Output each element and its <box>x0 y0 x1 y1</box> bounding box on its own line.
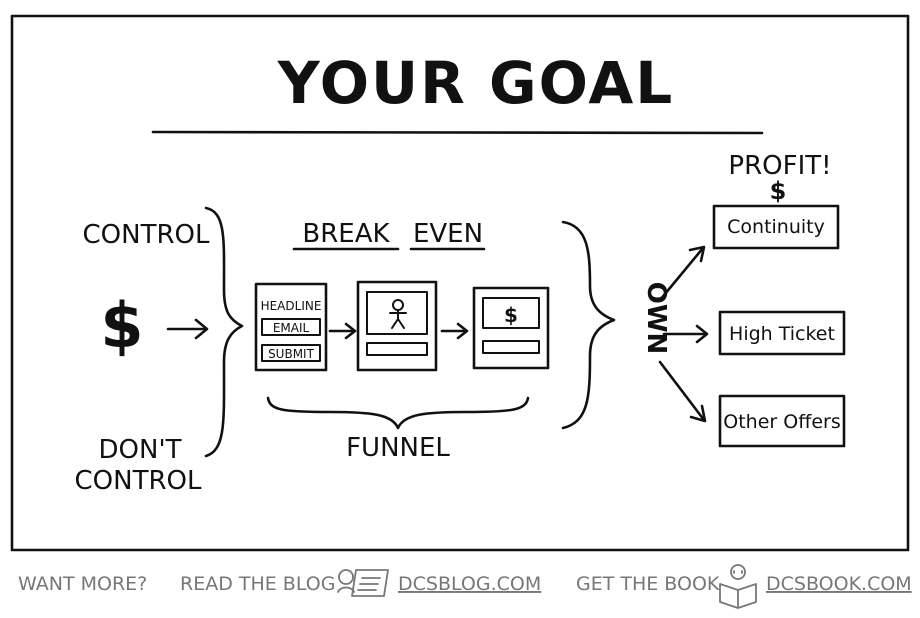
funnel-arrow-1 <box>328 322 357 340</box>
person-icon <box>389 299 407 329</box>
title-underline <box>151 130 764 135</box>
headline-text: HEADLINE <box>261 299 322 313</box>
blog-reader-icon <box>337 569 389 597</box>
funnel-label: FUNNEL <box>346 433 450 463</box>
arrow-to-other-offers <box>658 360 707 423</box>
funnel-brace <box>266 396 530 430</box>
video-page <box>356 280 438 372</box>
funnel-arrow-2 <box>440 322 469 340</box>
control-brace <box>204 206 244 458</box>
continuity-box: Continuity <box>712 204 840 250</box>
continuity-label: Continuity <box>727 216 825 238</box>
submit-text: SUBMIT <box>268 347 315 361</box>
read-blog-text: READ THE BLOG <box>180 573 335 595</box>
money-arrow <box>166 318 209 340</box>
book-link[interactable]: DCSBOOK.COM <box>766 573 912 595</box>
order-page: $ <box>472 286 550 370</box>
profit-label: PROFIT! <box>728 151 831 181</box>
arrow-to-continuity <box>658 245 706 302</box>
arrow-to-high-ticket <box>662 324 709 344</box>
optin-page: HEADLINE EMAIL SUBMIT <box>254 282 328 372</box>
submit-button-sketch <box>261 344 321 362</box>
break-label: BREAK <box>302 219 390 249</box>
email-field-sketch <box>261 318 321 336</box>
get-book-text: GET THE BOOK <box>576 573 720 595</box>
own-brace <box>561 220 616 430</box>
even-label: EVEN <box>413 219 483 249</box>
high-ticket-label: High Ticket <box>729 323 835 345</box>
other-offers-box: Other Offers <box>718 394 846 448</box>
other-offers-label: Other Offers <box>723 411 840 433</box>
money-symbol: $ <box>100 289 143 362</box>
email-text: EMAIL <box>273 321 310 335</box>
dont-control-label-line2: CONTROL <box>75 466 202 496</box>
profit-symbol: $ <box>770 177 787 205</box>
order-money-symbol: $ <box>504 303 518 327</box>
dont-control-label-line1: DON'T <box>99 435 182 465</box>
blog-link[interactable]: DCSBLOG.COM <box>398 573 541 595</box>
diagram-title: YOUR GOAL <box>277 49 674 117</box>
high-ticket-box: High Ticket <box>718 310 846 356</box>
control-label: CONTROL <box>83 220 210 250</box>
want-more-text: WANT MORE? <box>18 573 147 595</box>
diagram-frame <box>10 14 910 552</box>
book-reader-icon <box>719 564 757 609</box>
